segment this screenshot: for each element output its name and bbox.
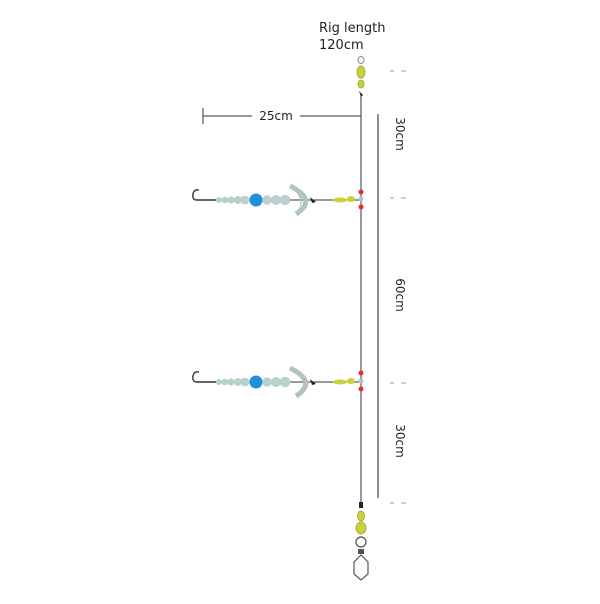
hook-icon [192,371,218,383]
snood-upper [192,183,364,217]
dimension-label-top: 30cm [393,117,407,151]
dimension-label-middle: 60cm [393,278,407,312]
snood-lower [192,365,364,399]
stop-bead [358,189,364,195]
stop-bead [358,204,364,210]
dimension-ticks [390,70,406,504]
dimension-label-bottom: 30cm [393,424,407,458]
stop-bead [358,386,364,392]
snood-length-label: 25cm [259,109,293,123]
hook-icon [192,189,218,201]
barrel-swivel-icon [356,56,366,97]
rig-length-title: Rig length [319,21,386,36]
bead-icon [216,375,291,389]
bead-icon [216,193,291,207]
rig-length-value: 120cm [319,38,364,53]
snood-dimension [202,108,361,124]
lead-clip-icon [353,502,369,581]
stop-bead [358,370,364,376]
